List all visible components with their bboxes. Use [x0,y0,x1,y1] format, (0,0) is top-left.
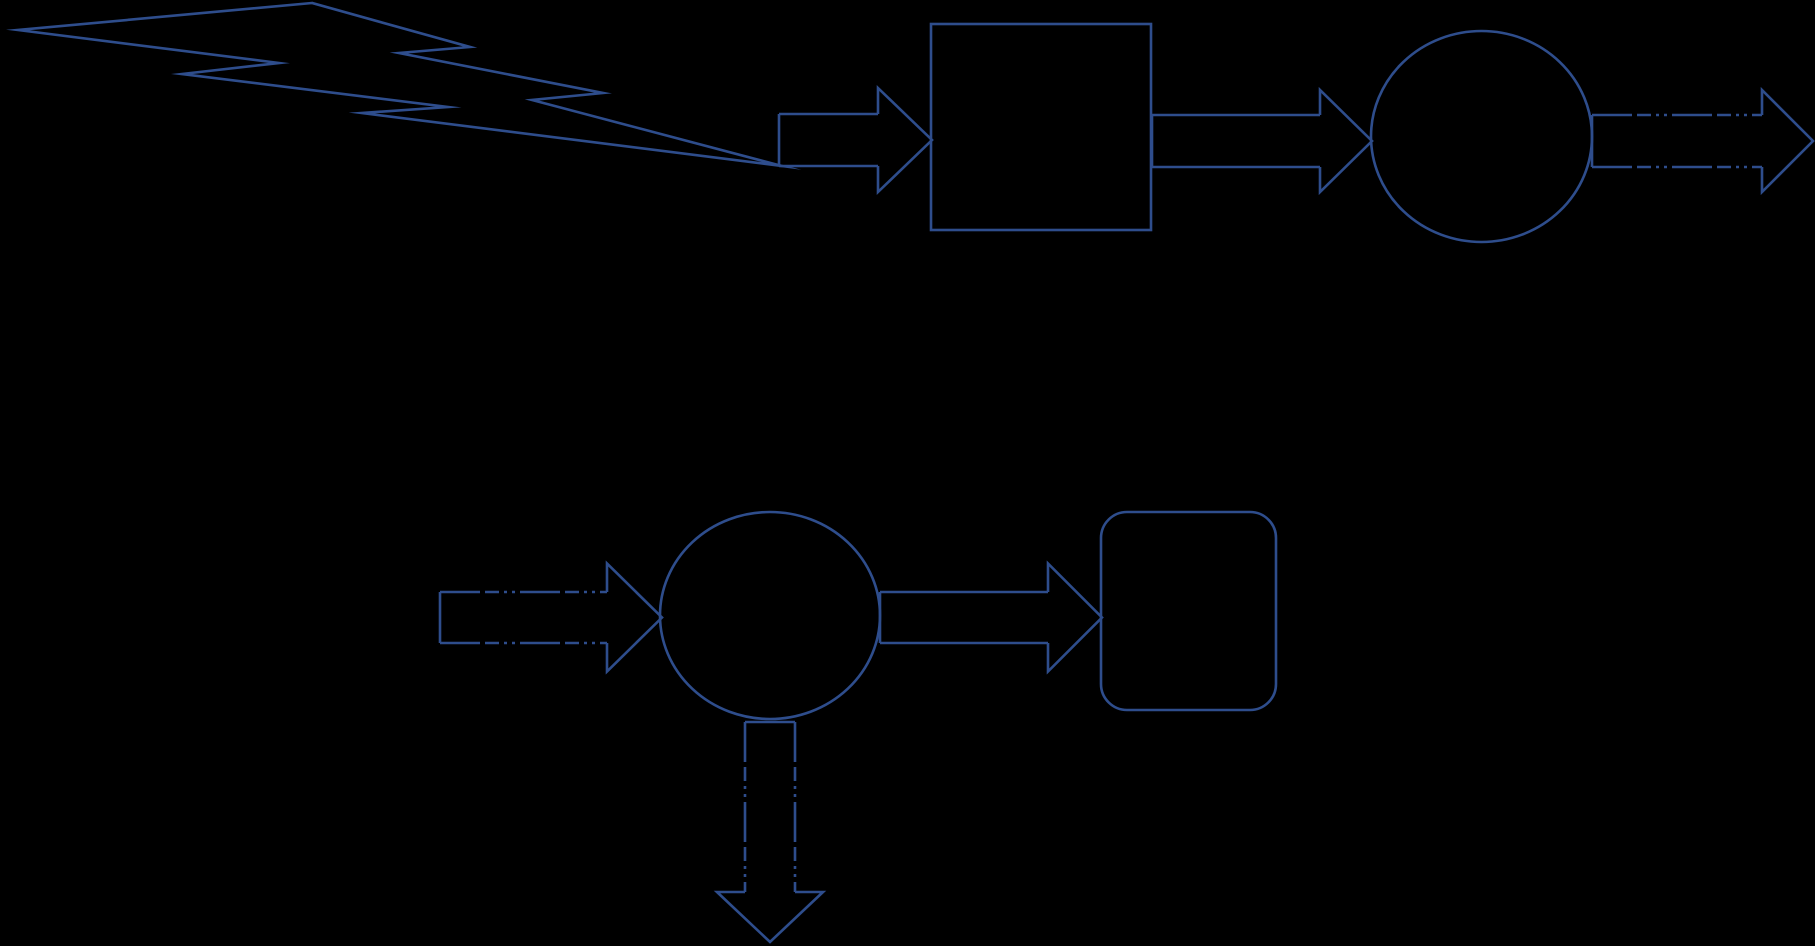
bottom-input-dashed-arrow-head [605,560,664,675]
square-to-circle-arrow-head [1318,86,1374,196]
square-to-circle-arrow [1150,86,1374,196]
bottom-input-dashed-arrow [438,560,664,675]
bottom-output-dashed-arrow-head [713,890,827,944]
process-square [929,22,1153,232]
lightning-bolt [6,1,802,170]
bolt-to-square-arrow-head [876,84,934,196]
top-output-dashed-arrow [1590,86,1815,196]
top-circle [1369,29,1594,244]
rounded-rectangle [1099,510,1278,712]
bottom-output-dashed-arrow [713,720,827,944]
top-output-dashed-arrow-head [1760,86,1815,196]
bottom-circle [658,510,882,721]
circle-to-rounded-rect-arrow [878,560,1104,675]
circle-to-rounded-rect-arrow-head [1046,560,1104,675]
bolt-to-square-arrow [777,84,934,196]
